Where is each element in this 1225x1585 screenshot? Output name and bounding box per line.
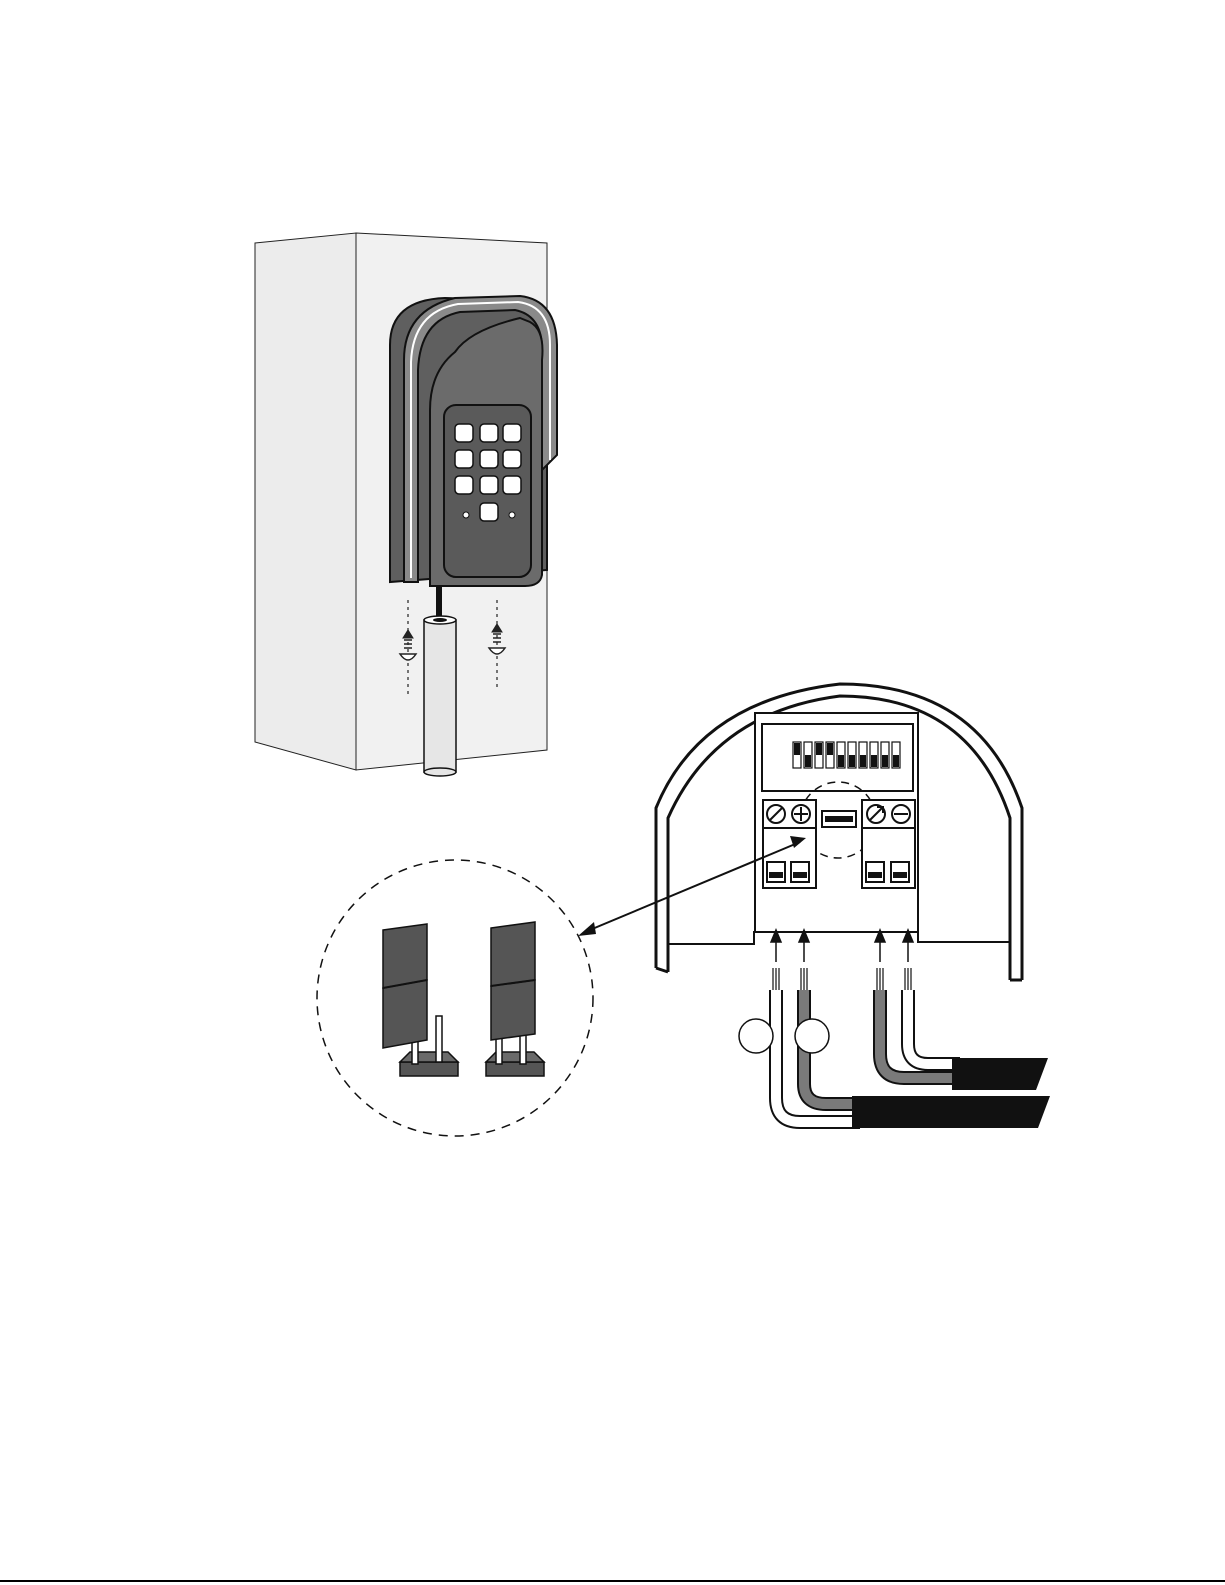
wire-marker-circle: [795, 1019, 829, 1053]
terminal-block-right: [862, 800, 915, 888]
post-side-face: [255, 233, 356, 770]
signal-cable: [880, 990, 1048, 1090]
wire-insertion-arrows: [771, 930, 913, 962]
dip-switch-lever-8: [871, 755, 877, 767]
key-1: [455, 424, 473, 442]
wire-marker-circle: [739, 1019, 773, 1053]
keypad-unit: [390, 296, 557, 617]
dip-switch-lever-7: [860, 755, 866, 767]
jumper-closed: [486, 922, 544, 1076]
led-left: [463, 512, 469, 518]
key-7: [455, 476, 473, 494]
plus-circle-icon: [792, 805, 810, 823]
dip-switch-lever-1: [794, 743, 800, 755]
page-bottom-rule: [0, 1580, 1225, 1582]
jumper-detail-callout: [317, 836, 806, 1136]
key-5: [480, 450, 498, 468]
dip-switch-lever-4: [827, 743, 833, 755]
arrowhead-icon: [578, 922, 596, 936]
dip-switch-lever-2: [805, 755, 811, 767]
dip-switch-lever-10: [893, 755, 899, 767]
keypad-cable: [436, 585, 442, 617]
minus-circle-icon: [892, 805, 910, 823]
dip-switch-lever-9: [882, 755, 888, 767]
receiver-housing: [656, 684, 1050, 1128]
led-right: [509, 512, 515, 518]
key-3: [503, 424, 521, 442]
slash-circle-icon: [767, 805, 785, 823]
key-6: [503, 450, 521, 468]
jumper-open: [383, 924, 458, 1076]
key-0: [480, 503, 498, 521]
terminal-block-left: [763, 800, 816, 888]
cable-jacket: [952, 1058, 1048, 1090]
key-9: [503, 476, 521, 494]
dip-switch-lever-6: [849, 755, 855, 767]
cable-conduit: [424, 616, 456, 776]
key-2: [480, 424, 498, 442]
key-4: [455, 450, 473, 468]
key-8: [480, 476, 498, 494]
dip-switch-lever-5: [838, 755, 844, 767]
board-jumper: [822, 811, 856, 827]
cable-jacket: [852, 1096, 1050, 1128]
detail-dashed-circle: [317, 860, 593, 1136]
arrow-circle-icon: [867, 805, 885, 823]
wire-strands: [773, 968, 911, 990]
dip-switch-lever-3: [816, 743, 822, 755]
